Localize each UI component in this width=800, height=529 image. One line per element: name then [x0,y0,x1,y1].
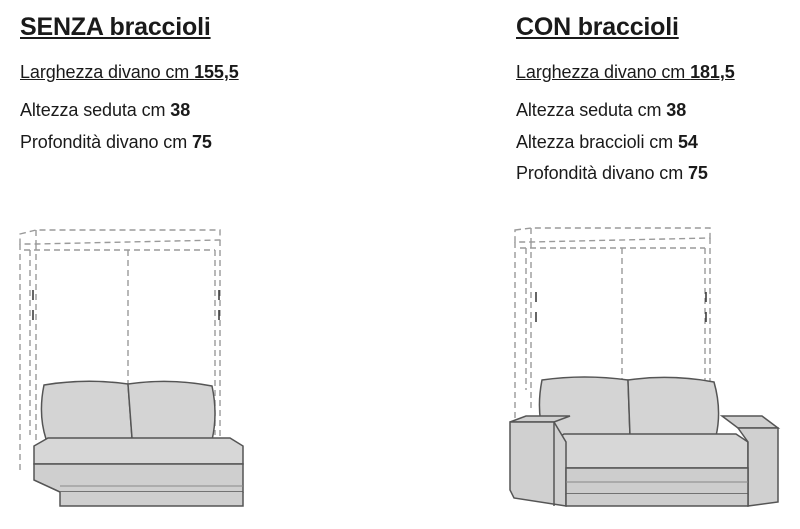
spec-profondita: Profondità divano cm 75 [516,163,708,184]
spec-profondita-value: 75 [688,163,708,183]
open-bed-outline [514,227,711,420]
spec-larghezza-value: 155,5 [194,62,239,82]
spec-profondita: Profondità divano cm 75 [20,132,212,153]
spec-altezza-seduta-value: 38 [666,100,687,120]
sofa-with-armrests-drawing [509,227,781,507]
spec-altezza-seduta-value: 38 [170,100,191,120]
title-senza-braccioli: SENZA braccioli [20,13,211,41]
spec-altezza-seduta: Altezza seduta cm 38 [20,100,190,121]
spec-larghezza-label: Larghezza divano cm [20,62,195,82]
spec-altezza-seduta-label: Altezza seduta cm [20,100,171,120]
spec-larghezza-label: Larghezza divano cm [516,62,691,82]
spec-altezza-seduta: Altezza seduta cm 38 [516,100,686,121]
back-cushions [538,376,720,439]
spec-larghezza: Larghezza divano cm 181,5 [516,62,735,83]
base [565,467,749,507]
spec-larghezza: Larghezza divano cm 155,5 [20,62,239,83]
spec-altezza-braccioli: Altezza braccioli cm 54 [516,132,698,153]
hinge-marks [535,292,707,322]
spec-profondita-value: 75 [192,132,212,152]
spec-larghezza-value: 181,5 [690,62,735,82]
seat [551,433,749,469]
base [33,463,244,507]
seat [33,437,244,465]
spec-altezza-seduta-label: Altezza seduta cm [516,100,667,120]
spec-profondita-label: Profondità divano cm [516,163,688,183]
spec-altezza-braccioli-label: Altezza braccioli cm [516,132,678,152]
spec-altezza-braccioli-value: 54 [677,132,698,152]
back-cushions [40,380,216,443]
hinge-marks [32,290,220,320]
sofa-without-armrests-drawing [19,229,244,507]
title-con-braccioli: CON braccioli [516,13,679,41]
spec-profondita-label: Profondità divano cm [20,132,192,152]
